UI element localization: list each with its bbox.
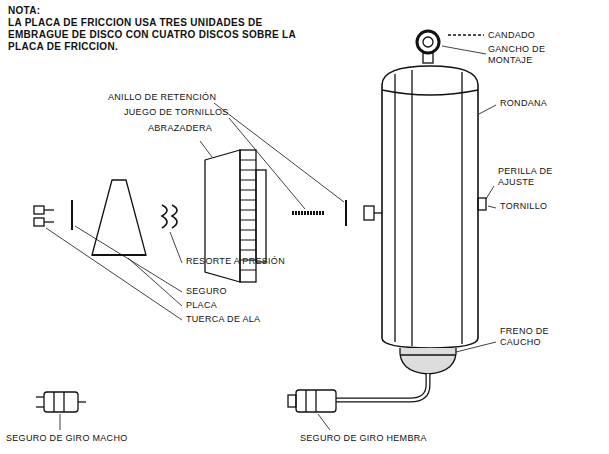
part-label: RONDANA bbox=[500, 98, 590, 109]
part-label: TORNILLO bbox=[500, 201, 580, 212]
screw-set bbox=[292, 211, 324, 215]
part-label: SEGURO DE GIRO MACHO bbox=[6, 433, 166, 444]
cylinder-line bbox=[411, 70, 412, 346]
hook-eye bbox=[423, 37, 433, 47]
plug-pin bbox=[78, 401, 86, 402]
padlock-mark bbox=[448, 34, 484, 35]
retaining-ring bbox=[345, 200, 347, 226]
plug-rib bbox=[305, 390, 306, 412]
cylinder-line bbox=[394, 74, 395, 342]
adjust-knob bbox=[478, 198, 486, 210]
part-label: CANDADO bbox=[488, 30, 578, 41]
part-label: ANILLO DE RETENCIÓN bbox=[108, 92, 218, 103]
hook-neck bbox=[423, 53, 433, 63]
lock-washer bbox=[71, 200, 73, 230]
part-label: TUERCA DE ALA bbox=[186, 314, 286, 325]
pressure-spring bbox=[162, 205, 167, 228]
part-label: PERILLA DE AJUSTE bbox=[498, 166, 568, 188]
wing-nut bbox=[34, 218, 44, 226]
plug-rib bbox=[315, 390, 316, 412]
mounting-hook bbox=[417, 31, 439, 53]
cable-inner bbox=[336, 374, 428, 400]
part-label: PLACA bbox=[186, 300, 266, 311]
brake-line bbox=[400, 354, 456, 355]
part-label: SEGURO bbox=[186, 286, 266, 297]
cable bbox=[336, 374, 428, 400]
shaft bbox=[374, 212, 382, 213]
shaft-stub bbox=[364, 206, 374, 220]
wing-nut-stem bbox=[44, 209, 54, 210]
plate-cone bbox=[92, 180, 146, 255]
part-label: SEGURO DE GIRO HEMBRA bbox=[300, 433, 470, 444]
leader-lines bbox=[46, 46, 496, 430]
clamp-ribs bbox=[240, 160, 256, 270]
rubber-brake bbox=[400, 348, 456, 374]
plug-rib bbox=[63, 392, 64, 412]
part-label: RESORTE A PRESIÓN bbox=[186, 256, 306, 267]
wing-nut bbox=[34, 206, 44, 214]
note-text: NOTA: bbox=[8, 5, 88, 17]
plug-pin bbox=[36, 396, 44, 397]
part-label: JUEGO DE TORNILLOS bbox=[124, 107, 234, 118]
part-label: FRENO DE CAUCHO bbox=[500, 326, 570, 348]
washer-line bbox=[382, 90, 478, 95]
female-plug bbox=[296, 390, 336, 412]
plate-base bbox=[92, 254, 146, 256]
note-text: LA PLACA DE FRICCION USA TRES UNIDADES D… bbox=[8, 17, 308, 53]
plug-end bbox=[288, 395, 296, 407]
part-label: ABRAZADERA bbox=[148, 123, 248, 134]
male-plug bbox=[44, 392, 78, 412]
plug-pin bbox=[36, 406, 44, 407]
wing-nut-stem bbox=[44, 221, 54, 222]
cylinder-line bbox=[461, 72, 462, 344]
pressure-spring bbox=[172, 205, 177, 228]
clamp-lip bbox=[256, 170, 266, 262]
cylinder-body bbox=[382, 66, 478, 348]
part-label: GANCHO DE MONTAJE bbox=[488, 44, 568, 66]
plug-rib bbox=[53, 392, 54, 412]
